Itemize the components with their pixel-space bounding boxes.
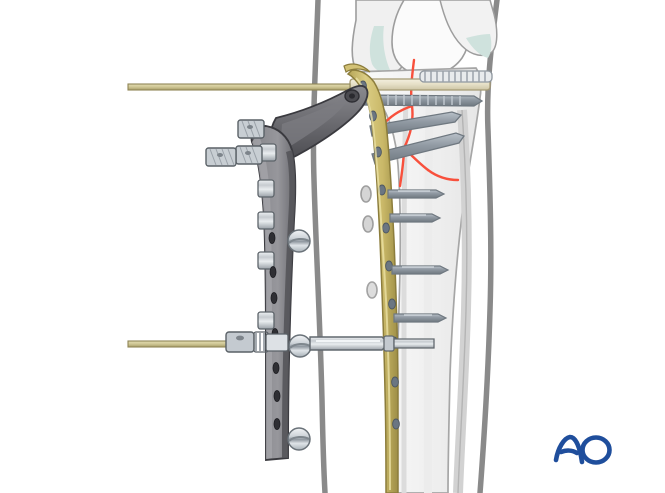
ao-logo-letter-o (580, 435, 612, 465)
wire-connector (225, 331, 269, 353)
shaft-screw-1 (387, 189, 446, 199)
knurled-clamp-blocks (205, 119, 265, 167)
peg (257, 179, 275, 198)
cortical-hole (360, 185, 372, 203)
fibula (453, 109, 472, 493)
cortical-hole (362, 215, 374, 233)
proximal-locking-screws (349, 70, 493, 165)
cortical-hole (366, 281, 378, 299)
proximal-tibia (350, 67, 482, 493)
peg (257, 311, 275, 330)
ao-logo-text: AO (552, 428, 575, 432)
shaft-screw-3 (391, 265, 450, 275)
lower-wire-assembly (127, 331, 435, 353)
cartilage-lateral (466, 34, 492, 58)
distal-femur (351, 0, 498, 79)
peg (257, 251, 275, 270)
ao-logo: AO (552, 428, 612, 465)
guide-wire-lower (127, 340, 229, 348)
knurled-block (235, 145, 263, 165)
guide-wire-upper (127, 83, 351, 91)
aiming-arm-slot-holes (268, 232, 281, 430)
screw-proximal-1 (419, 70, 493, 83)
drill-sleeve (265, 333, 435, 352)
ao-logo-letter-a (553, 434, 585, 465)
peg (257, 211, 275, 230)
arm-bolt (287, 229, 311, 253)
screw-proximal-4 (371, 132, 466, 165)
knurled-block (205, 147, 237, 167)
cartilage-medial (369, 26, 390, 72)
tibial-locking-plate (343, 63, 400, 493)
shaft-screw-2 (389, 213, 442, 223)
screw-proximal-3 (369, 111, 463, 137)
ao-logo-mark (553, 434, 612, 465)
knurled-block (237, 119, 265, 139)
shaft-screw-4 (393, 313, 448, 323)
ao-logo-letter-a-bar (558, 448, 580, 456)
shaft-locking-screws (387, 189, 450, 323)
arm-bolt (287, 427, 311, 451)
arm-bolt (288, 334, 312, 358)
